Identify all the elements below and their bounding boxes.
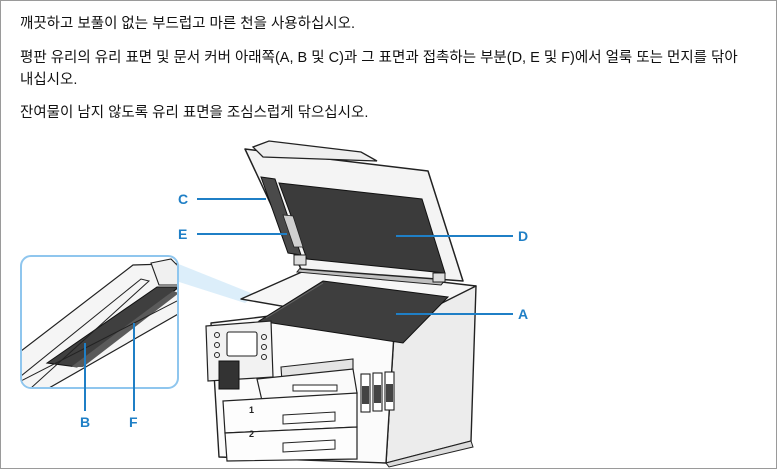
touch-screen	[226, 331, 258, 357]
callout-a: A	[396, 306, 528, 322]
platen-glass	[257, 280, 450, 344]
instruction-cloth: 깨끗하고 보풀이 없는 부드럽고 마른 천을 사용하십시오.	[20, 16, 356, 32]
document-feeder	[251, 140, 378, 162]
callout-e: E	[178, 226, 287, 242]
cassette-1-number: 1	[249, 405, 254, 415]
zoom-glass-strip	[45, 286, 177, 368]
label-a: A	[518, 306, 528, 322]
callout-b: B	[80, 343, 90, 430]
callout-c: C	[178, 191, 266, 207]
zoom-beam	[176, 263, 256, 303]
label-c: C	[178, 191, 188, 207]
label-e: E	[178, 226, 187, 242]
label-b: B	[80, 414, 90, 430]
label-d: D	[518, 228, 528, 244]
cassette-2-number: 2	[249, 429, 254, 439]
instruction-wipe-areas: 평판 유리의 유리 표면 및 문서 커버 아래쪽(A, B 및 C)과 그 표면…	[20, 50, 738, 88]
printer-illustration: 1 2	[20, 140, 528, 468]
label-f: F	[129, 414, 138, 430]
callout-f: F	[129, 323, 138, 430]
paper-cassette-2	[224, 426, 358, 462]
zoom-inset	[20, 255, 179, 389]
instruction-careful: 잔여물이 남지 않도록 유리 표면을 조심스럽게 닦으십시오.	[20, 105, 369, 121]
callout-d: D	[396, 228, 528, 244]
